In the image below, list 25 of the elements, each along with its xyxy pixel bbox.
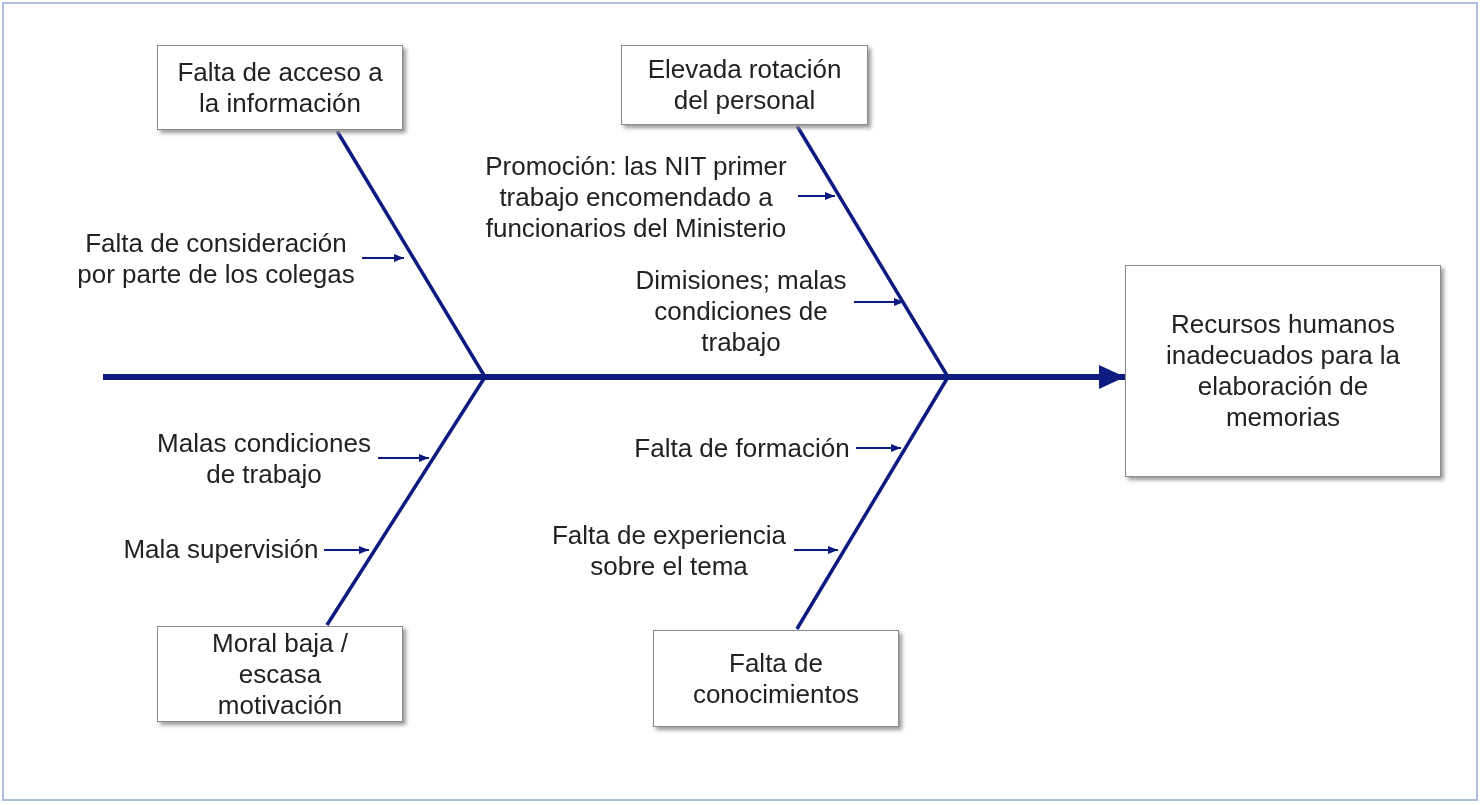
cause-label: Malas condiciones de trabajo bbox=[156, 428, 372, 490]
effect-text: Recursos humanos inadecuados para la elaboración de memorias bbox=[1164, 309, 1402, 433]
cause-category-box bbox=[157, 626, 403, 722]
cause-label: Falta de experiencia sobre el tema bbox=[550, 520, 788, 582]
arrow bbox=[853, 298, 905, 306]
arrow bbox=[793, 546, 839, 554]
cause-label: Mala supervisión bbox=[123, 534, 319, 565]
cause-category-box bbox=[621, 45, 868, 125]
cause-label: Falta de formación bbox=[634, 433, 850, 464]
spine-arrow bbox=[103, 365, 1125, 389]
arrow bbox=[361, 254, 405, 262]
category-label: Falta de conocimientos bbox=[691, 647, 861, 710]
arrow bbox=[323, 546, 370, 554]
cause-label: Falta de consideración por parte de los colegas bbox=[76, 228, 356, 290]
category-label: Falta de acceso a la información bbox=[176, 56, 384, 119]
category-label: Moral baja / escasa motivación bbox=[211, 627, 349, 721]
effect-box bbox=[1125, 265, 1441, 477]
category-label: Elevada rotación del personal bbox=[646, 54, 843, 116]
cause-category-box bbox=[653, 630, 899, 727]
arrow bbox=[377, 454, 430, 462]
cause-category-box bbox=[157, 45, 403, 130]
arrow bbox=[797, 192, 836, 200]
cause-label: Promoción: las NIT primer trabajo encomendado a funcionarios del Ministerio bbox=[484, 150, 788, 244]
arrow bbox=[855, 444, 902, 452]
cause-label: Dimisiones; malas condiciones de trabajo bbox=[634, 264, 848, 358]
